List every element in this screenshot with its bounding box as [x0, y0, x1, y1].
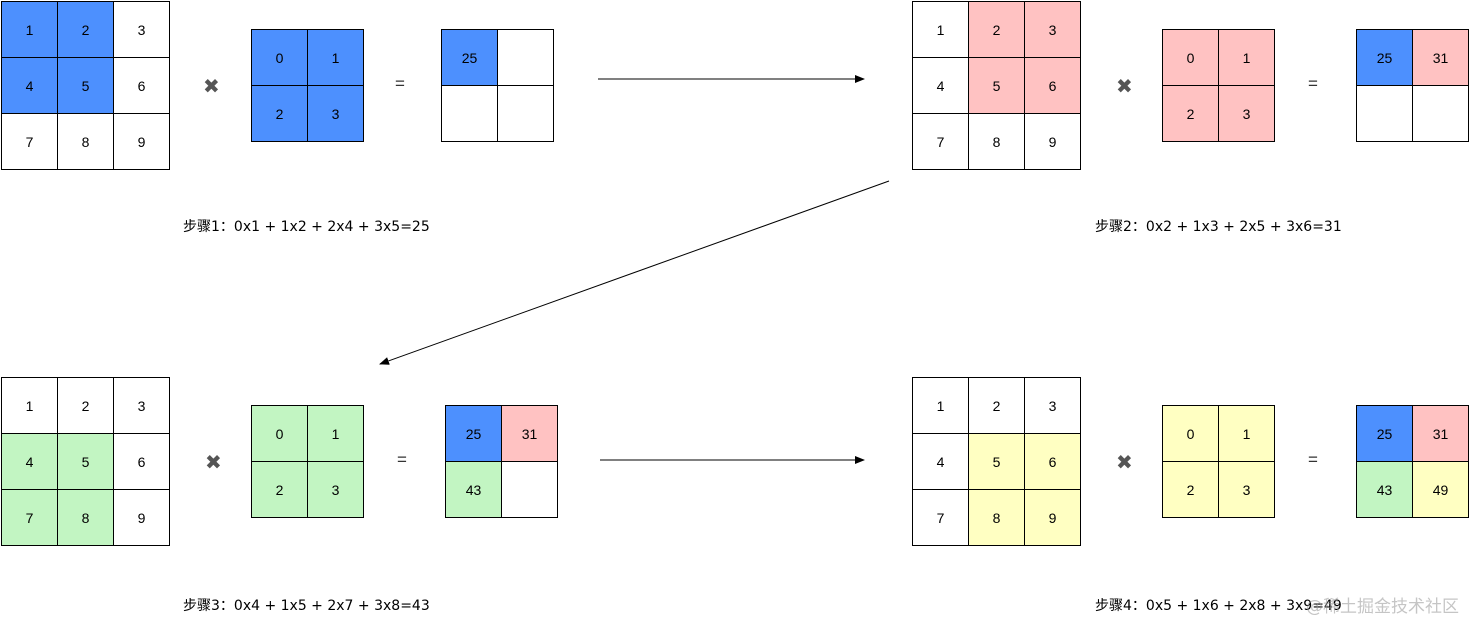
input-cell: 4	[1, 57, 58, 114]
equals-sign: =	[397, 450, 407, 469]
multiply-icon: ✖	[1116, 452, 1133, 474]
kernel-cell: 0	[1162, 29, 1219, 86]
input-cell: 9	[113, 489, 170, 546]
kernel-cell: 2	[1162, 461, 1219, 518]
kernel-cell: 3	[1218, 85, 1275, 142]
input-cell: 2	[57, 377, 114, 434]
output-cell	[441, 85, 498, 142]
input-cell: 6	[113, 433, 170, 490]
input-cell: 7	[1, 113, 58, 170]
input-cell: 8	[968, 113, 1025, 170]
output-cell: 49	[1412, 461, 1469, 518]
output-cell	[497, 85, 554, 142]
output-cell: 31	[501, 405, 558, 462]
output-cell: 25	[445, 405, 502, 462]
input-cell: 1	[1, 1, 58, 58]
kernel-cell: 2	[251, 461, 308, 518]
kernel-cell: 0	[251, 405, 308, 462]
kernel-cell: 1	[1218, 29, 1275, 86]
input-cell: 5	[968, 433, 1025, 490]
multiply-icon: ✖	[1116, 76, 1133, 98]
output-cell: 43	[1356, 461, 1413, 518]
output-cell: 31	[1412, 29, 1469, 86]
kernel-cell: 3	[307, 461, 364, 518]
equals-sign: =	[1308, 450, 1318, 469]
input-cell: 3	[1024, 1, 1081, 58]
input-cell: 7	[1, 489, 58, 546]
input-cell: 2	[968, 1, 1025, 58]
input-cell: 9	[1024, 489, 1081, 546]
output-cell	[1412, 85, 1469, 142]
input-cell: 1	[912, 377, 969, 434]
kernel-cell: 1	[307, 29, 364, 86]
step4-caption: 步骤4：0x5 + 1x6 + 2x8 + 3x9=49	[1095, 598, 1342, 614]
kernel-cell: 3	[1218, 461, 1275, 518]
input-cell: 2	[57, 1, 114, 58]
input-cell: 9	[1024, 113, 1081, 170]
input-cell: 7	[912, 113, 969, 170]
kernel-cell: 1	[1218, 405, 1275, 462]
output-cell: 25	[1356, 29, 1413, 86]
input-cell: 5	[968, 57, 1025, 114]
kernel-cell: 3	[307, 85, 364, 142]
input-cell: 9	[113, 113, 170, 170]
input-cell: 8	[57, 489, 114, 546]
input-cell: 1	[1, 377, 58, 434]
input-cell: 5	[57, 57, 114, 114]
multiply-icon: ✖	[205, 452, 222, 474]
equals-sign: =	[395, 74, 405, 93]
kernel-cell: 0	[251, 29, 308, 86]
output-cell: 31	[1412, 405, 1469, 462]
input-cell: 3	[1024, 377, 1081, 434]
input-cell: 6	[1024, 433, 1081, 490]
step3-caption: 步骤3：0x4 + 1x5 + 2x7 + 3x8=43	[183, 598, 430, 614]
multiply-icon: ✖	[203, 76, 220, 98]
input-cell: 7	[912, 489, 969, 546]
input-cell: 6	[113, 57, 170, 114]
step1-caption: 步骤1：0x1 + 1x2 + 2x4 + 3x5=25	[183, 219, 430, 235]
input-cell: 3	[113, 377, 170, 434]
input-cell: 2	[968, 377, 1025, 434]
input-cell: 8	[57, 113, 114, 170]
output-cell	[497, 29, 554, 86]
input-cell: 3	[113, 1, 170, 58]
step2-caption: 步骤2：0x2 + 1x3 + 2x5 + 3x6=31	[1095, 219, 1342, 235]
kernel-cell: 2	[1162, 85, 1219, 142]
output-cell: 25	[1356, 405, 1413, 462]
input-cell: 1	[912, 1, 969, 58]
input-cell: 4	[1, 433, 58, 490]
output-cell	[501, 461, 558, 518]
watermark: @稀土掘金技术社区	[1306, 597, 1459, 617]
input-cell: 5	[57, 433, 114, 490]
output-cell	[1356, 85, 1413, 142]
input-cell: 6	[1024, 57, 1081, 114]
input-cell: 4	[912, 433, 969, 490]
arrow-step2-to-step3	[379, 180, 890, 365]
kernel-cell: 0	[1162, 405, 1219, 462]
output-cell: 25	[441, 29, 498, 86]
input-cell: 8	[968, 489, 1025, 546]
output-cell: 43	[445, 461, 502, 518]
equals-sign: =	[1308, 74, 1318, 93]
kernel-cell: 1	[307, 405, 364, 462]
kernel-cell: 2	[251, 85, 308, 142]
input-cell: 4	[912, 57, 969, 114]
